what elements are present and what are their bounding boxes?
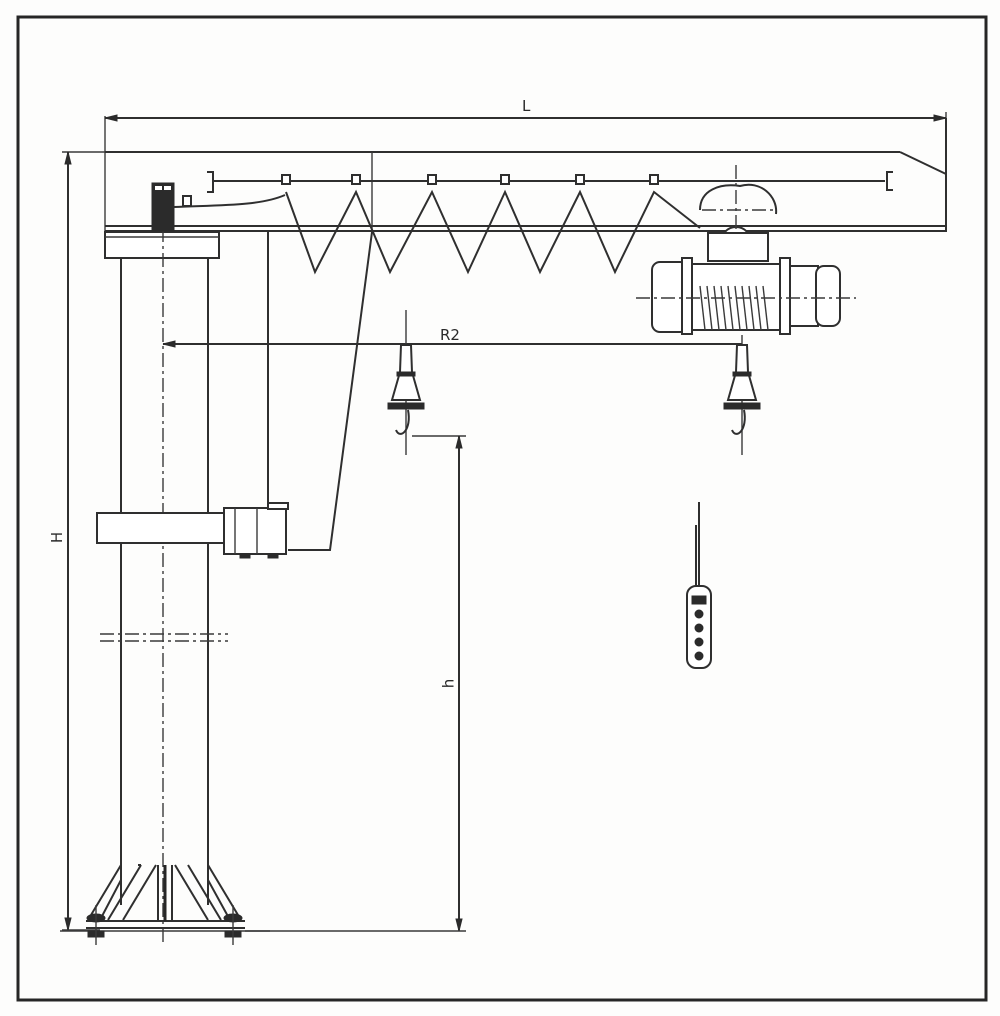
jib-arm: [105, 118, 947, 232]
label-working-radius: R2: [440, 326, 460, 344]
hook-block-max: [723, 335, 761, 455]
electric-hoist: [636, 165, 856, 335]
column-cap: [104, 231, 220, 259]
anchor-bolts: [86, 905, 243, 945]
pillar-column: [100, 228, 269, 945]
festoon-system: [207, 171, 893, 275]
label-total-height: H: [48, 531, 67, 544]
base-plate: [60, 864, 270, 932]
border-frame: [16, 15, 988, 1002]
label-span-length: L: [522, 97, 531, 115]
hook-block-min: [387, 310, 425, 455]
slewing-drive: [96, 231, 373, 559]
dimension-r2: [162, 340, 742, 348]
label-lifting-height: h: [439, 678, 458, 689]
dimension-h-lift: [245, 435, 466, 932]
pendant-control: [686, 502, 712, 669]
dimension-l: [104, 112, 947, 232]
slewing-motor: [151, 182, 286, 232]
